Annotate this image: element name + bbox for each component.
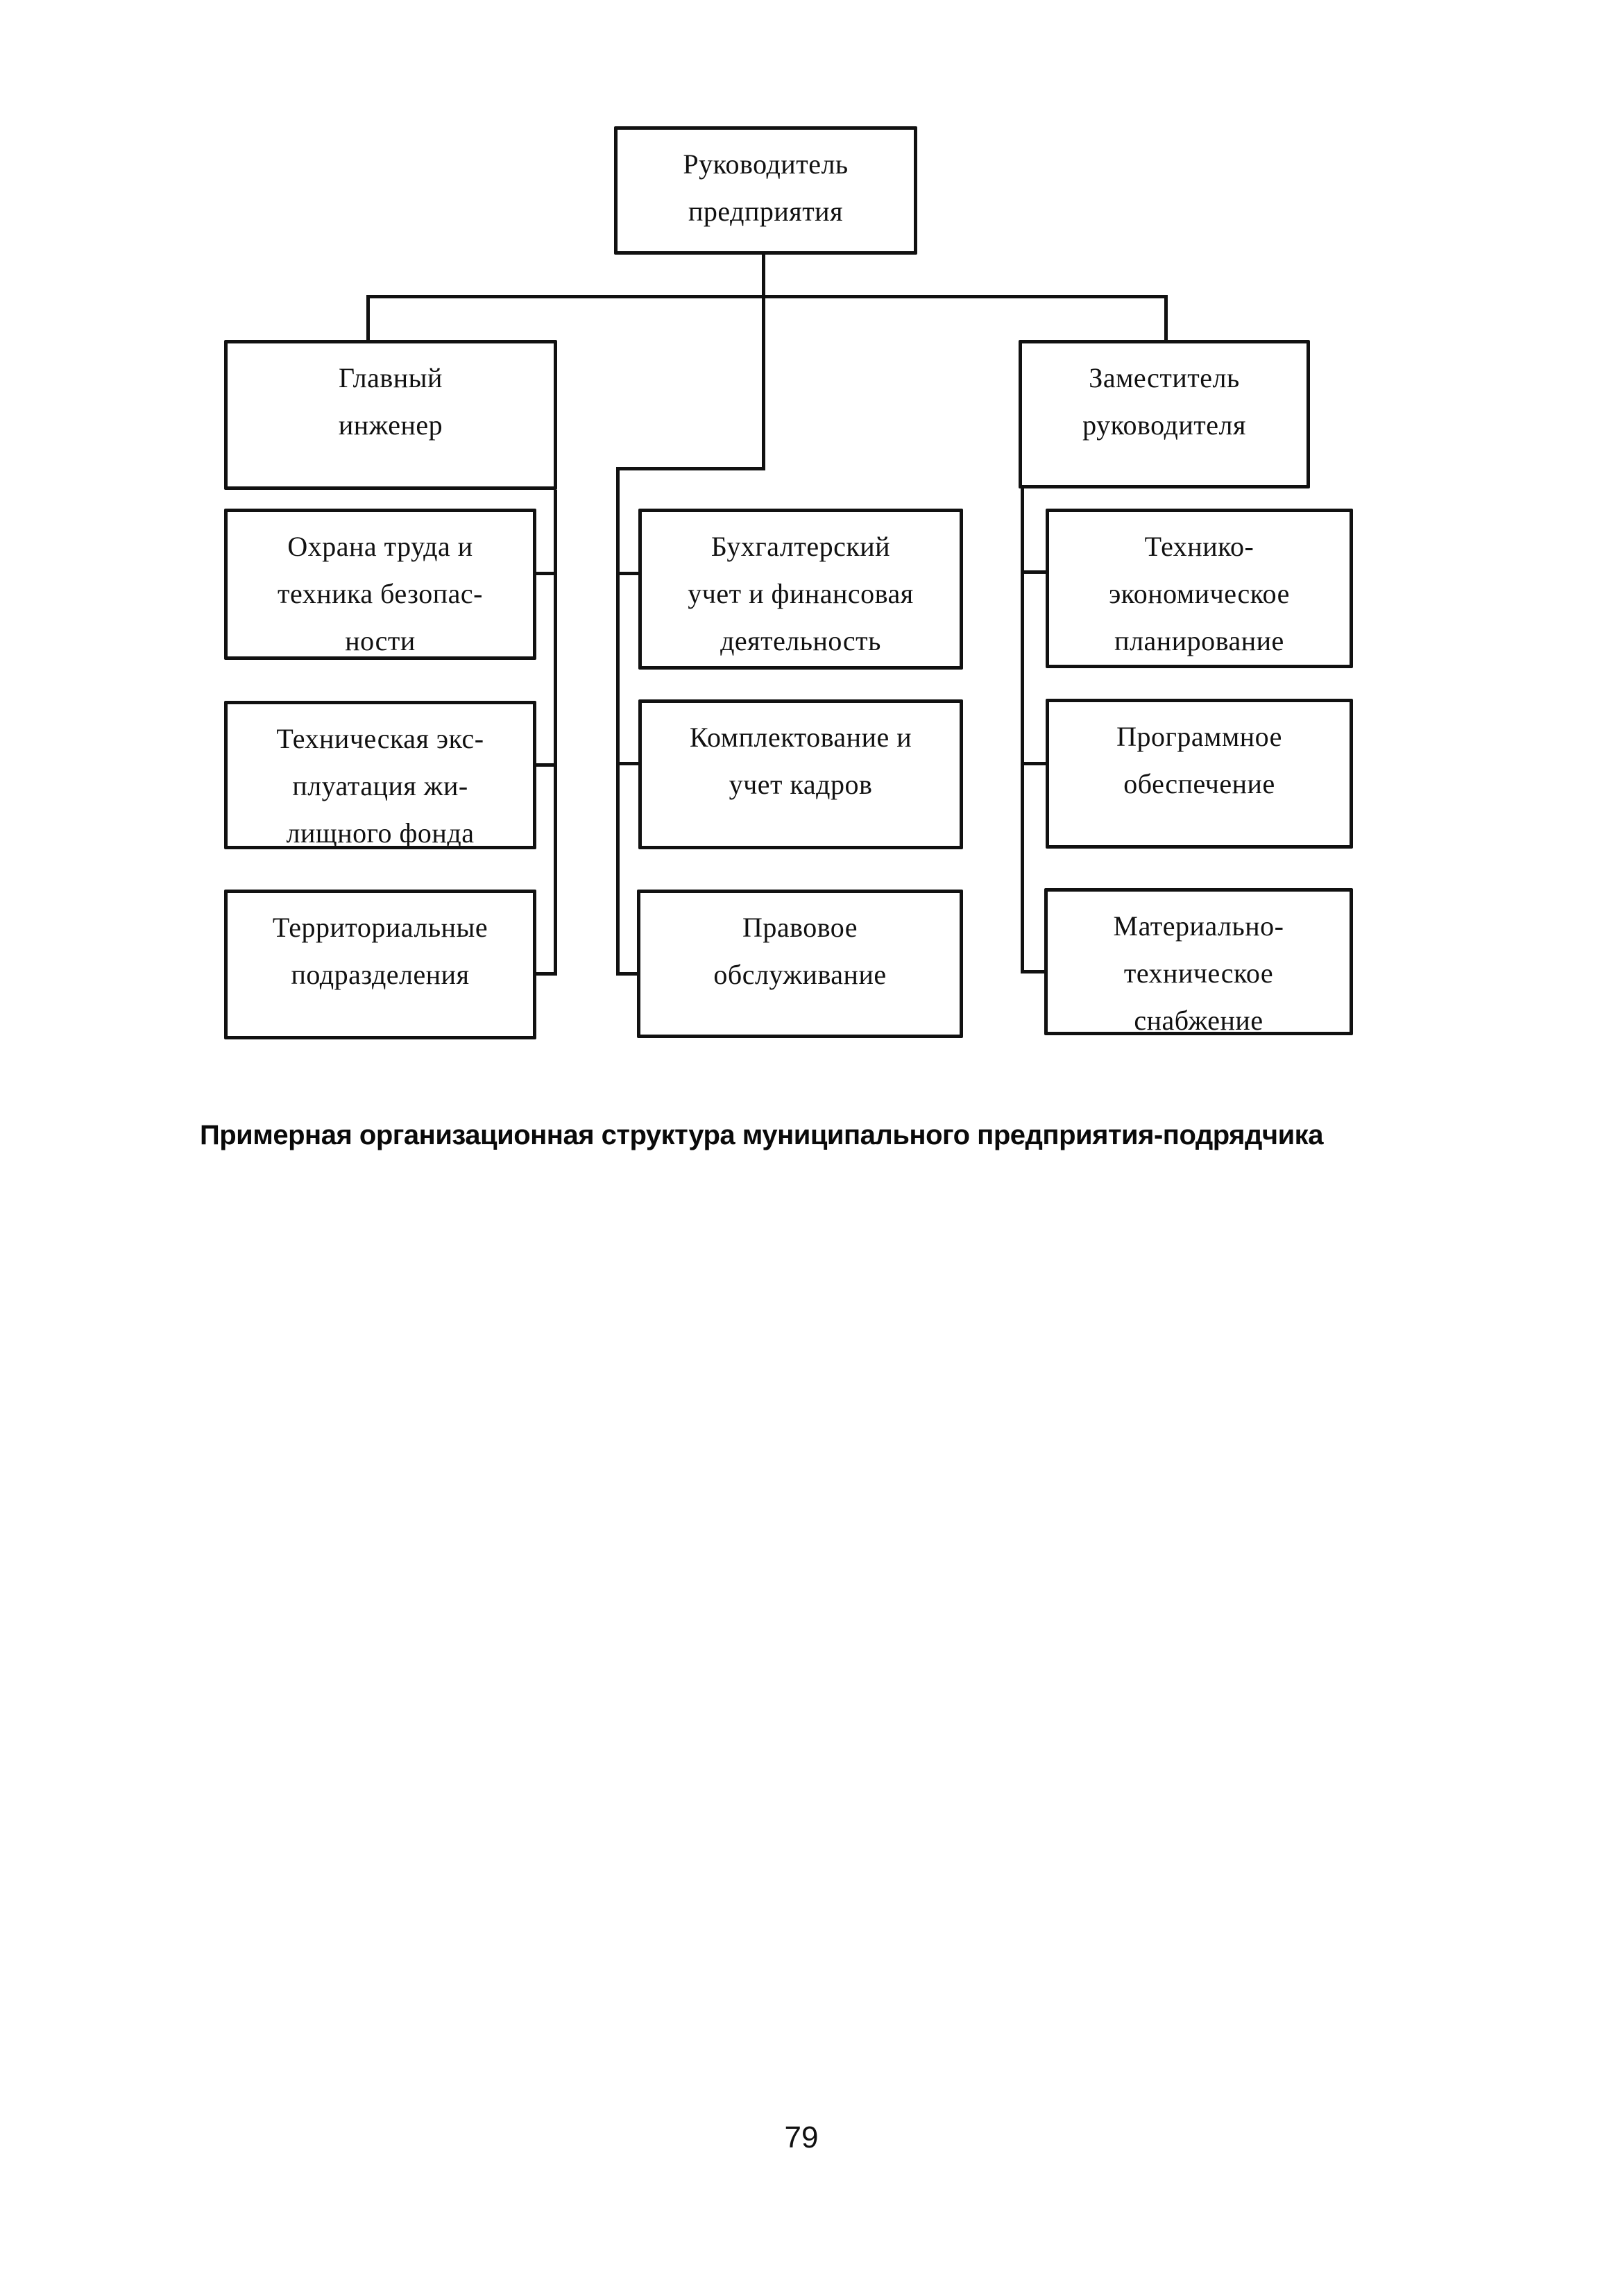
org-box-software: Программное обеспечение — [1046, 699, 1353, 849]
connector-root-drop — [762, 253, 765, 470]
org-box-root: Руководитель предприятия — [614, 126, 917, 255]
connector-main-horizontal — [366, 295, 1168, 298]
connector-middle-spine — [616, 467, 620, 976]
org-box-technical-economic-planning-label: Технико- экономическое планирование — [1109, 531, 1290, 656]
org-box-legal-services-label: Правовое обслуживание — [713, 912, 887, 990]
connector-right-head-drop — [1164, 295, 1168, 342]
org-box-accounting-finance-label: Бухгалтерский учет и финансовая деятельн… — [688, 531, 914, 656]
org-box-material-technical-supply: Материально- техническое снабжение — [1044, 888, 1353, 1036]
org-box-legal-services: Правовое обслуживание — [637, 890, 963, 1038]
connector-middle-stub-2 — [616, 762, 640, 765]
connector-right-spine — [1021, 488, 1024, 973]
figure-caption: Примерная организационная структура муни… — [200, 1120, 1323, 1150]
org-box-accounting-finance: Бухгалтерский учет и финансовая деятельн… — [638, 509, 963, 670]
connector-middle-elbow — [616, 467, 765, 470]
org-box-deputy-head: Заместитель руководителя — [1019, 340, 1310, 488]
org-box-territorial-units-label: Территориальные подразделения — [272, 912, 488, 990]
org-box-software-label: Программное обеспечение — [1116, 721, 1282, 799]
org-box-labor-safety-label: Охрана труда и техника безопас- ности — [278, 531, 483, 656]
org-box-labor-safety: Охрана труда и техника безопас- ности — [224, 509, 536, 660]
org-box-chief-engineer-label: Главный инженер — [338, 362, 443, 441]
connector-left-stub-3 — [534, 972, 555, 976]
connector-right-stub-2 — [1021, 762, 1047, 765]
org-box-housing-maintenance-label: Техническая экс- плуатация жи- лищного ф… — [276, 723, 484, 849]
org-box-staffing-records: Комплектование и учет кадров — [638, 699, 963, 849]
connector-left-spine — [554, 490, 557, 976]
org-box-root-label: Руководитель предприятия — [683, 148, 849, 227]
org-box-material-technical-supply-label: Материально- техническое снабжение — [1113, 910, 1284, 1036]
connector-left-stub-1 — [534, 572, 555, 575]
org-box-chief-engineer: Главный инженер — [224, 340, 557, 490]
page-number: 79 — [784, 2120, 819, 2154]
org-box-housing-maintenance: Техническая экс- плуатация жи- лищного ф… — [224, 701, 536, 849]
connector-middle-stub-1 — [616, 572, 640, 575]
org-box-territorial-units: Территориальные подразделения — [224, 890, 536, 1039]
connector-middle-stub-3 — [616, 972, 640, 976]
org-box-staffing-records-label: Комплектование и учет кадров — [689, 722, 912, 800]
connector-left-stub-2 — [534, 763, 555, 767]
org-box-deputy-head-label: Заместитель руководителя — [1082, 362, 1246, 441]
connector-left-head-drop — [366, 295, 370, 342]
connector-right-stub-3 — [1021, 970, 1047, 973]
connector-right-stub-1 — [1021, 570, 1047, 574]
org-box-technical-economic-planning: Технико- экономическое планирование — [1046, 509, 1353, 668]
